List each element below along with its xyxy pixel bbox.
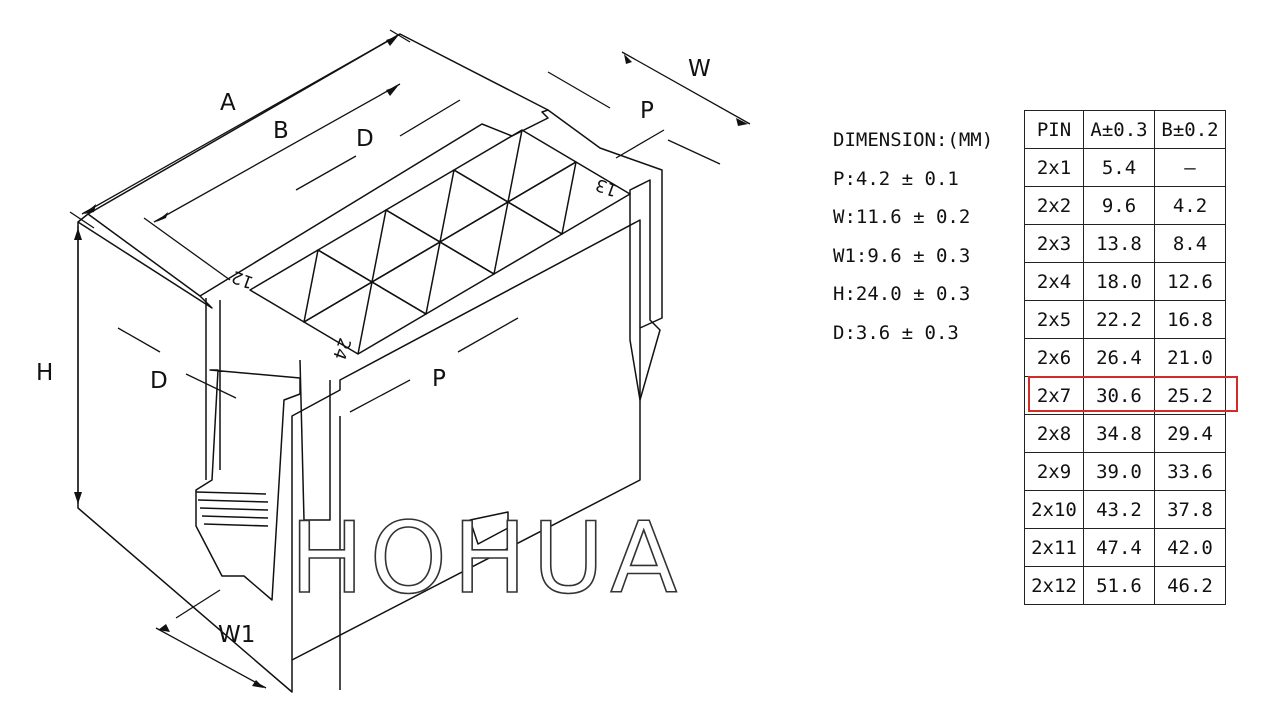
cell-pin: 2x1 [1024, 148, 1084, 187]
cell-b: 46.2 [1154, 566, 1226, 605]
cell-a: 39.0 [1083, 452, 1155, 491]
cell-pin: 2x4 [1024, 262, 1084, 301]
cell-b: 8.4 [1154, 224, 1226, 263]
dimension-specs: DIMENSION:(MM) P:4.2 ± 0.1 W:11.6 ± 0.2 … [833, 121, 993, 352]
label-h: H [36, 360, 54, 386]
cavity-grid [249, 129, 631, 355]
front-face [291, 219, 641, 690]
spec-line: W:11.6 ± 0.2 [833, 206, 971, 228]
spec-line: W1:9.6 ± 0.3 [833, 244, 971, 267]
cell-pin: 2x12 [1024, 566, 1084, 605]
cell-pin: 2x6 [1024, 338, 1084, 377]
cell-b: 25.2 [1154, 376, 1226, 415]
header-b: B±0.2 [1154, 110, 1226, 149]
cell-b: 42.0 [1154, 528, 1226, 567]
cell-a: 18.0 [1083, 262, 1155, 301]
spec-line: H:24.0 ± 0.3 [833, 283, 971, 305]
cell-pin: 2x8 [1024, 414, 1084, 453]
cell-pin: 2x9 [1024, 452, 1084, 491]
cell-pin: 2x11 [1024, 528, 1084, 567]
spec-line: D:3.6 ± 0.3 [833, 321, 959, 344]
cell-a: 43.2 [1083, 490, 1155, 529]
label-a: A [220, 90, 236, 116]
cell-a: 30.6 [1083, 376, 1155, 415]
cell-b: 33.6 [1154, 452, 1226, 491]
cell-a: 51.6 [1083, 566, 1155, 605]
spec-title: DIMENSION:(MM) [833, 129, 994, 151]
cell-a: 9.6 [1083, 186, 1155, 225]
spec-line: P:4.2 ± 0.1 [833, 167, 959, 190]
top-edge [77, 33, 549, 297]
cell-pin: 2x7 [1024, 376, 1084, 415]
cell-b: 4.2 [1154, 186, 1226, 225]
cell-a: 5.4 [1083, 148, 1155, 187]
cell-pin: 2x3 [1024, 224, 1084, 263]
cell-b: 37.8 [1154, 490, 1226, 529]
cell-a: 47.4 [1083, 528, 1155, 567]
cell-pin: 2x2 [1024, 186, 1084, 225]
label-d-left: D [150, 368, 168, 394]
cell-a: 22.2 [1083, 300, 1155, 339]
cell-b: 29.4 [1154, 414, 1226, 453]
cell-pin: 2x5 [1024, 300, 1084, 339]
cell-b: 16.8 [1154, 300, 1226, 339]
header-a: A±0.3 [1083, 110, 1155, 149]
label-w: W [688, 56, 711, 82]
label-d-top: D [356, 126, 374, 152]
connector-drawing [69, 29, 751, 693]
cell-a: 13.8 [1083, 224, 1155, 263]
cell-a: 26.4 [1083, 338, 1155, 377]
cell-b: 21.0 [1154, 338, 1226, 377]
header-pin: PIN [1024, 110, 1084, 149]
housing-outline [77, 109, 663, 693]
latch [195, 369, 301, 601]
cell-a: 34.8 [1083, 414, 1155, 453]
label-p-top: P [640, 98, 654, 124]
cell-pin: 2x10 [1024, 490, 1084, 529]
label-w1: W1 [218, 622, 256, 648]
watermark: HOHUA [289, 502, 684, 616]
label-p-bottom: P [432, 366, 446, 392]
cell-b: – [1154, 148, 1226, 187]
side-nub [469, 511, 509, 545]
label-b: B [273, 118, 289, 144]
cell-b: 12.6 [1154, 262, 1226, 301]
table-header-row: PIN A±0.3 B±0.2 [1024, 110, 1226, 149]
